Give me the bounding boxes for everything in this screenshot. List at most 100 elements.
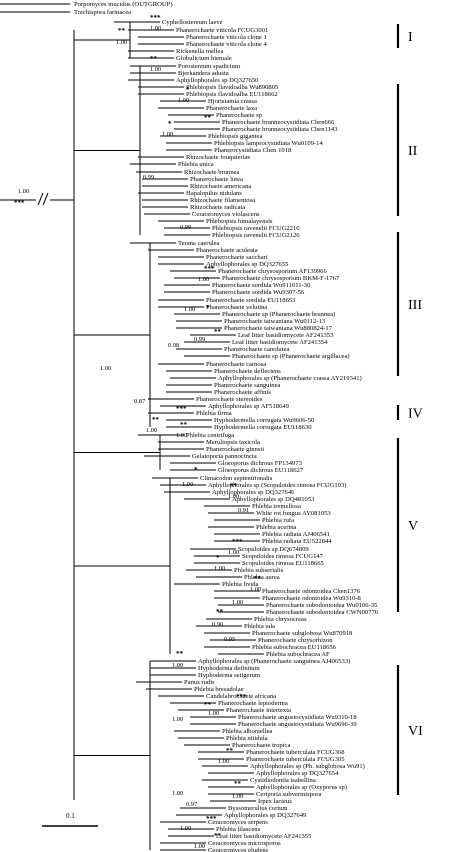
taxon-label: Phanerochaete sp (Phanerochaete argillac…	[232, 353, 350, 360]
support-value: **	[230, 482, 238, 490]
taxon-label: Aphyllophorales sp (Phanerochaete sangui…	[198, 658, 350, 665]
taxon-label: Globulicium hiemale	[176, 55, 232, 62]
clade-label: VI	[408, 724, 423, 739]
taxon-label: Panus rudis	[184, 679, 215, 686]
support-value: **	[214, 832, 222, 840]
taxon-label: Phanerochaete taiwaniana Wu0112-13	[224, 318, 326, 325]
support-value: **	[234, 780, 242, 788]
taxon-label: Phlebiopsis flavidoalba EU118662	[186, 91, 278, 98]
taxon-label: Aphyllophorales sp DQ327654	[256, 770, 339, 777]
taxon-label: Phanerochaete chrysosporium BKM-F-1767	[222, 275, 340, 282]
support-value: **	[118, 27, 126, 35]
taxon-label: Phlebia rufa	[262, 517, 294, 524]
support-value: 1.00	[182, 481, 193, 488]
taxon-label: Phanerochaete laxa	[206, 105, 257, 112]
taxon-label: Phanerochaete carnosa	[206, 361, 266, 368]
support-value: 0.95	[224, 636, 235, 643]
taxon-label: Phlebia acerina	[256, 524, 297, 531]
support-value: 1.00	[180, 825, 191, 832]
taxon-label: Phanerochaete brunneocystidiata Chen666	[222, 119, 335, 126]
clade-label: II	[408, 144, 418, 159]
support-value: *	[216, 554, 220, 562]
taxon-label: Phanerochaete intertexta	[226, 707, 291, 714]
support-value: *	[194, 466, 198, 474]
taxon-label: Climacodon septentrionalis	[200, 475, 273, 482]
taxon-label: Phanerochaete brunneocystidiata Chen1143	[222, 126, 338, 133]
taxon-label: Phanerochaete sordida EU118653	[206, 297, 296, 304]
taxon-label: Phlebiopsis flavidoalba Wu890805	[186, 84, 279, 91]
taxon-label: Phanerochaete angustocystidiata Wu9696-3…	[238, 721, 357, 728]
support-value: *	[168, 120, 172, 128]
taxon-label: Phanerochaete chrysosporium AF139966	[218, 268, 327, 275]
support-value: 1.00	[228, 493, 239, 500]
support-value: ***	[204, 265, 215, 273]
taxon-label: Hyphodermella corrugata EU118630	[214, 424, 312, 431]
support-value: 1.00	[172, 790, 183, 797]
support-value: 1.00	[198, 276, 209, 283]
taxon-label: Irpex lacteus	[258, 798, 292, 805]
support-value: 1.00	[232, 793, 243, 800]
taxon-label: Gloeoporus dichrous FP134973	[218, 460, 303, 467]
taxon-label: Phanerochaete sp (Phanerochaete brunnea)	[222, 311, 335, 318]
taxon-label: Aphyllophorales sp DQ327649	[224, 812, 307, 819]
taxon-label: Hyphoderma definitum	[198, 665, 261, 672]
support-value: 1.00	[208, 710, 219, 717]
support-value: 1.00	[150, 25, 161, 32]
taxon-label: Scopuloides sp DQ674809	[238, 546, 309, 553]
taxon-label: Phanerochaete taiwaniana Wu880824-17	[224, 325, 333, 332]
support-value: 1.00	[250, 586, 261, 593]
taxon-label: Cystidiodontia isabellina	[250, 777, 316, 784]
taxon-label: Phlebia unica	[178, 161, 214, 168]
support-values: **1.00***1.00**1.00*1.00***1.000.990.991…	[14, 14, 262, 850]
taxon-label: Leaf litter basidiomycete AF241354	[232, 339, 328, 346]
support-value: ***	[236, 693, 247, 701]
taxon-label: Phlebiopsis himalayensis	[206, 218, 273, 225]
taxon-label: Phlebia uda	[244, 623, 275, 630]
outgroup-label: Porpomyces mucidus (OUTGROUP)	[74, 1, 173, 8]
taxon-label: Phlebiopsis gigantea	[208, 133, 262, 140]
taxon-label: Phanerochaete ginnsii	[206, 446, 264, 453]
taxon-label: Rhizochaete brunnea	[184, 169, 240, 176]
support-value: ***	[232, 538, 243, 546]
support-value: 1.00	[214, 565, 225, 572]
support-value: 0.87	[134, 398, 146, 405]
taxon-label: Phlebia tremellosa	[252, 503, 301, 510]
taxon-label: Phanerochaete sp	[216, 112, 263, 119]
taxon-label: Phlebia radiata EU522844	[262, 538, 332, 545]
support-value: 1.00	[176, 432, 187, 439]
taxon-label: Phanerochaete sordida Wu9307-56	[212, 289, 305, 296]
taxon-label: Phanerocystidiata Chen 1018	[214, 147, 292, 154]
support-value: **	[204, 114, 212, 122]
taxon-label: Phanerochaete viticola FCUG3001	[176, 27, 268, 34]
support-value: 0.98	[168, 342, 179, 349]
support-value: 0.99	[180, 224, 191, 231]
clade-label: III	[408, 298, 422, 313]
taxon-label: Gloeoporus dichrous EU118627	[218, 467, 304, 474]
taxon-label: Phanerochaete sordida Wu911011-30	[212, 282, 311, 289]
taxon-label: Phlebiopsis ravenelii FCUG2216	[212, 225, 300, 232]
support-value: **	[254, 575, 262, 583]
support-value: 0.99	[194, 336, 205, 343]
support-value: **	[216, 608, 224, 616]
taxon-label: Phlebia nitidula	[226, 735, 268, 742]
taxon-label: Aphyllophorales sp DQ327646	[212, 489, 295, 496]
taxon-label: Phlebia lilascens	[216, 826, 261, 833]
taxon-label: Phanerochaete subodontoidea Wu0106-35	[266, 602, 378, 609]
taxon-label: Porostereum spadicium	[178, 63, 241, 70]
taxon-label: Phanerochaete odontoidea Wu9310-8	[262, 595, 362, 602]
taxon-label: White rot fungus AY081053	[256, 510, 331, 517]
taxon-label: Phlebiopsis ravenelii FCUG2126	[212, 232, 300, 239]
taxon-label: Phlebia subochracea EU118656	[252, 644, 337, 651]
taxon-label: Leaf litter basidiomycete AF241355	[216, 833, 312, 840]
taxon-label: Hyphoderma setigerum	[198, 672, 261, 679]
taxon-label: Gelatoporia pannocincta	[192, 453, 257, 460]
support-value: 1.00	[232, 599, 243, 606]
taxon-label: Phanerochaete odontoidea Chen1376	[262, 588, 361, 595]
taxon-label: Ceraceomyces violascens	[192, 211, 260, 218]
taxon-label: Byssomerulius corium	[228, 805, 288, 812]
support-value: *	[206, 304, 210, 312]
taxon-label: Phlebia albomellea	[222, 728, 272, 735]
taxon-label: Phanerochaete canolutea	[224, 346, 289, 353]
